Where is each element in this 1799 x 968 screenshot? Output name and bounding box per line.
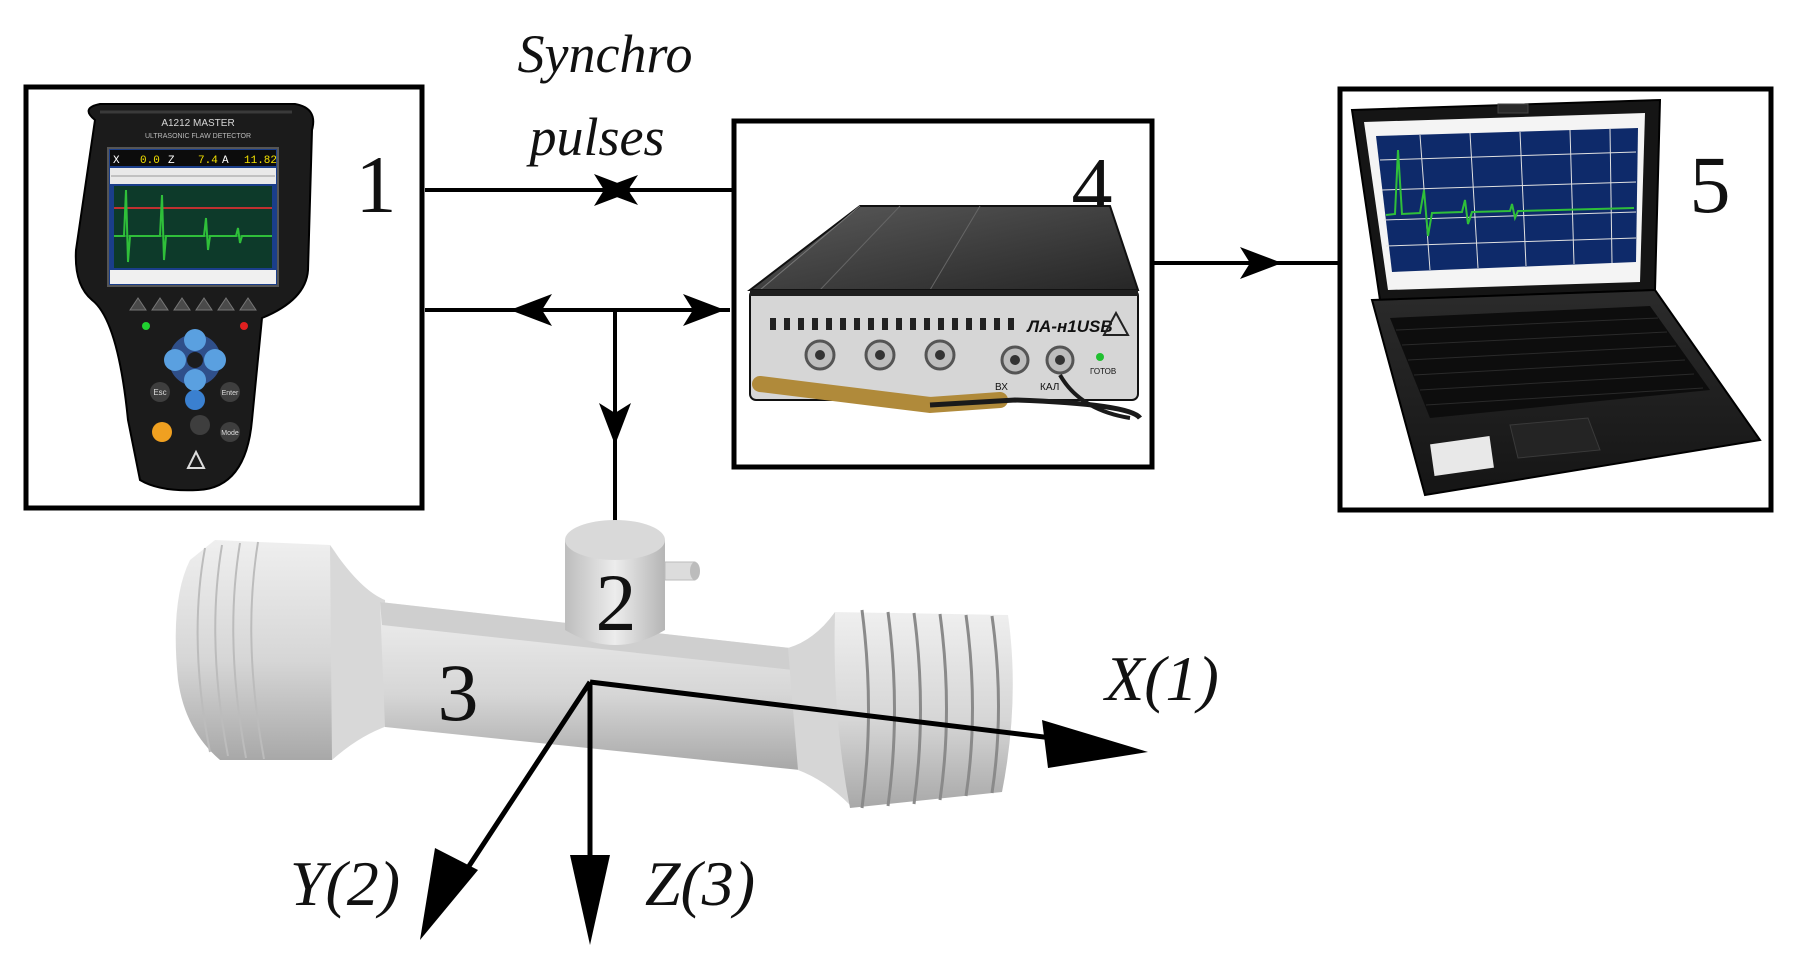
readout-z-value: 7.4 xyxy=(198,155,218,167)
flaw-detector-power-key xyxy=(152,422,172,442)
flaw-detector-logo-icon xyxy=(186,449,206,469)
adc-port-in: ВХ xyxy=(995,382,1008,393)
sensor-number: 2 xyxy=(596,557,637,648)
flaw-detector-brand: A1212 MASTER xyxy=(161,118,234,129)
block-5-laptop: 5 xyxy=(1337,86,1774,513)
laptop-signal xyxy=(1385,149,1635,237)
adc-model-label: ЛА-н1USB xyxy=(1025,317,1112,336)
axis-y-arrowhead xyxy=(420,848,478,940)
axis-z-label: Z(3) xyxy=(645,848,755,919)
adc-logo-icon xyxy=(1102,310,1130,336)
flaw-detector-signal xyxy=(114,189,272,263)
key-enter: Enter xyxy=(222,390,239,397)
arrow-down-sensor xyxy=(599,403,631,445)
adc-ready-led xyxy=(1096,353,1104,361)
axis-z-arrowhead xyxy=(570,855,610,945)
synchro-label-line1: Synchro xyxy=(518,24,693,84)
axis-x-line xyxy=(589,679,1086,745)
arrow-4-to-5 xyxy=(1240,247,1282,279)
block-4-adc-module: 4 ЛА-н1USB xyxy=(731,118,1155,470)
flaw-detector-subtitle: ULTRASONIC FLAW DETECTOR xyxy=(145,133,251,140)
axis-x-label: X(1) xyxy=(1102,643,1219,714)
axis-y-line xyxy=(447,680,593,897)
key-esc: Esc xyxy=(153,388,166,397)
bnc-connectors xyxy=(804,339,1075,375)
coordinate-axes xyxy=(447,679,1086,897)
readout-a-value: 11.82 xyxy=(244,155,277,167)
arrow-bottom-a xyxy=(510,294,552,326)
axis-x-arrowhead xyxy=(1042,720,1148,768)
block-1-number: 1 xyxy=(356,139,397,230)
block-1-flaw-detector: 1 A1212 MASTER ULTRASONIC FLAW DETECTOR … xyxy=(23,84,425,511)
arrow-synchro-right xyxy=(594,174,636,206)
flaw-detector-dpad xyxy=(164,329,226,391)
sensor-body xyxy=(565,540,665,645)
readout-x-value: 0.0 xyxy=(140,155,160,167)
arrow-bottom-b xyxy=(683,294,725,326)
key-mode: Mode xyxy=(221,430,239,437)
flaw-detector-softkeys xyxy=(129,297,257,311)
readout-a-label: A xyxy=(222,155,229,167)
adc-port-ready: ГОТОВ xyxy=(1090,367,1116,376)
specimen-right-grip xyxy=(834,612,1013,808)
synchro-label-line2: pulses xyxy=(526,107,665,167)
specimen-left-grip xyxy=(175,540,357,760)
axis-y-label: Y(2) xyxy=(290,848,400,919)
readout-z-label: Z xyxy=(168,155,175,167)
specimen-number: 3 xyxy=(438,647,479,738)
axis-arrowheads xyxy=(420,720,1148,945)
laptop-touchpad xyxy=(1509,417,1601,459)
block-5-number: 5 xyxy=(1690,139,1731,230)
adc-port-cal: КАЛ xyxy=(1040,382,1059,393)
readout-x-label: X xyxy=(113,155,120,167)
sensor-2: 2 xyxy=(565,520,700,648)
sensor-top xyxy=(565,520,665,560)
